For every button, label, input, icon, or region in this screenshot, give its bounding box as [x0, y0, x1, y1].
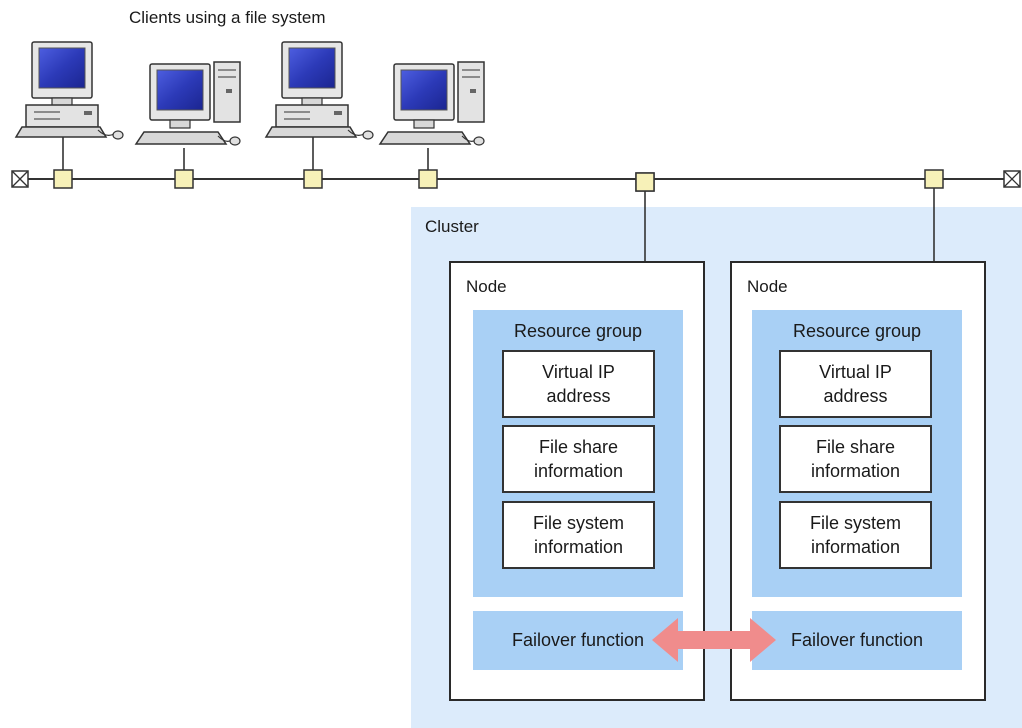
failover-function-2: Failover function: [752, 611, 962, 670]
resource-group-label: Resource group: [513, 321, 643, 341]
resource-group-label: Resource group: [792, 321, 922, 341]
file-share-info-box: File share information: [779, 425, 932, 493]
file-share-info-box: File share information: [502, 425, 655, 493]
file-system-info-box: File system information: [779, 501, 932, 569]
node-label: Node: [466, 277, 507, 296]
virtual-ip-box: Virtual IP address: [502, 350, 655, 418]
clients-caption: Clients using a file system: [129, 8, 326, 27]
node-label: Node: [747, 277, 788, 296]
failover-double-arrow-icon: [652, 618, 776, 662]
cluster-label: Cluster: [425, 217, 479, 236]
failover-function-1: Failover function: [473, 611, 683, 670]
file-system-info-box: File system information: [502, 501, 655, 569]
virtual-ip-box: Virtual IP address: [779, 350, 932, 418]
